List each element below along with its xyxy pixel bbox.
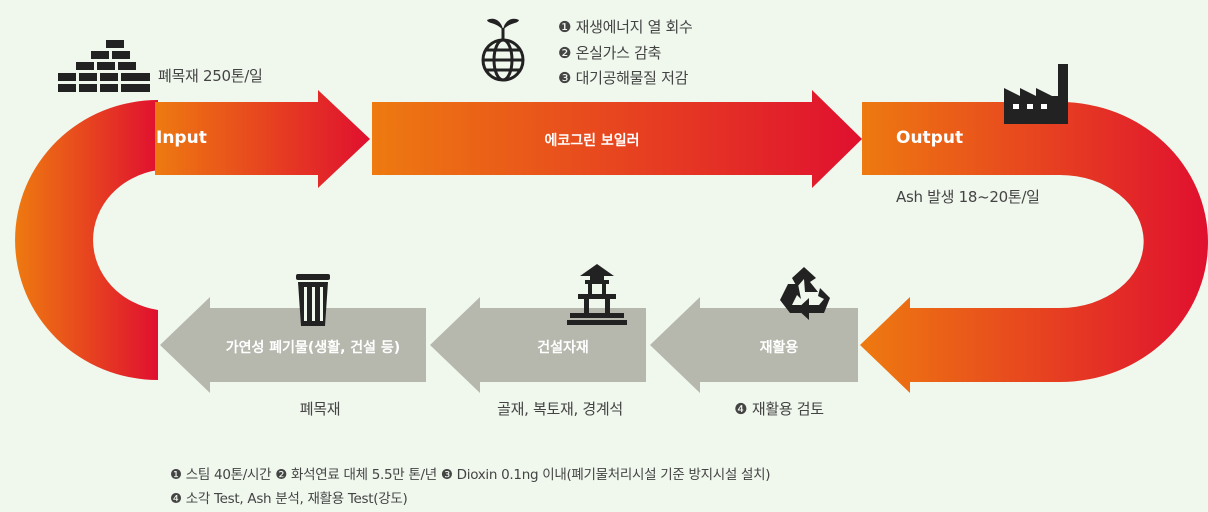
combustible-arrow <box>160 297 426 393</box>
input-arrow <box>155 90 370 188</box>
combustible-label: 가연성 폐기물(생활, 건설 등) <box>225 340 401 356</box>
input-note: 폐목재 250톤/일 <box>158 67 263 85</box>
input-label: Input <box>156 128 207 148</box>
output-label: Output <box>896 128 964 148</box>
boiler-label: 에코그린 보일러 <box>544 133 640 149</box>
recycle-icon <box>780 267 830 320</box>
recycle-label: 재활용 <box>759 340 799 356</box>
footnote-2: ❹ 소각 Test, Ash 분석, 재활용 Test(강도) <box>170 491 408 507</box>
output-uturn-arrow <box>860 102 1208 393</box>
benefit-1: ❶ 재생에너지 열 회수 <box>558 18 693 36</box>
combustible-note: 폐목재 <box>299 400 341 418</box>
globe-sprout-icon <box>481 18 525 82</box>
footnote-1: ❶ 스팀 40톤/시간 ❷ 화석연료 대체 5.5만 톤/년 ❸ Dioxin … <box>170 467 771 483</box>
left-uturn-arrow <box>15 100 158 380</box>
boiler-arrow <box>372 90 862 188</box>
recycle-arrow <box>650 297 858 393</box>
factory-icon <box>1004 64 1068 124</box>
wood-stack-icon <box>58 40 150 92</box>
building-icon <box>567 264 627 325</box>
benefit-2: ❷ 온실가스 감축 <box>558 44 662 62</box>
trash-bin-icon <box>296 274 330 326</box>
construction-label: 건설자재 <box>537 340 589 356</box>
recycle-note: ❹ 재활용 검토 <box>734 400 824 418</box>
benefit-3: ❸ 대기공해물질 저감 <box>558 69 689 87</box>
construction-note: 골재, 복토재, 경계석 <box>497 400 623 418</box>
output-note: Ash 발생 18~20톤/일 <box>896 188 1040 206</box>
